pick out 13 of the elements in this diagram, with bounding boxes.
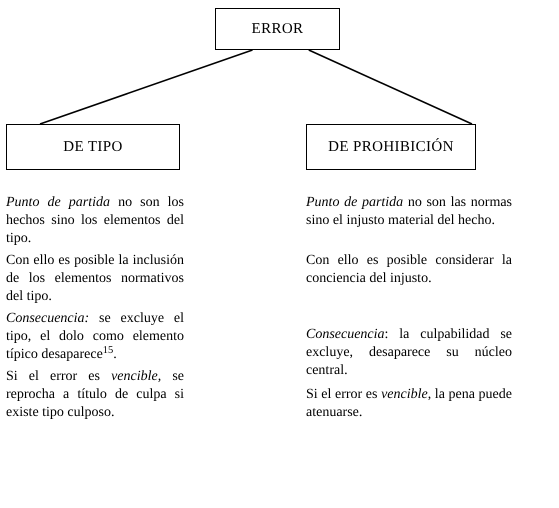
connector-line xyxy=(308,49,472,125)
paragraph: Punto de partida no son los hechos sino los elementos del tipo. xyxy=(6,194,184,248)
paragraph: Con ello es posible considerar la conciencia del injusto. xyxy=(306,252,512,288)
category-box: DE PROHIBICIÓN xyxy=(306,124,476,170)
category-box: DE TIPO xyxy=(6,124,180,170)
paragraph: Con ello es posible la inclusión de los elementos normativos del tipo. xyxy=(6,252,184,306)
category-box: ERROR xyxy=(215,8,340,50)
paragraph: Si el error es vencible, se reprocha a título de culpa si existe tipo culposo. xyxy=(6,368,184,422)
paragraph: Punto de partida no son las normas sino el injusto material del hecho. xyxy=(306,194,512,230)
paragraph: Consecuencia: la culpabilidad se excluye, desaparece su núcleo central. xyxy=(306,326,512,380)
connector-line xyxy=(40,49,253,125)
paragraph: Si el error es vencible, la pena puede atenuarse. xyxy=(306,386,512,422)
paragraph: Consecuencia: se excluye el tipo, el dolo como elemento típico desaparece$^{15}$. xyxy=(6,310,184,364)
